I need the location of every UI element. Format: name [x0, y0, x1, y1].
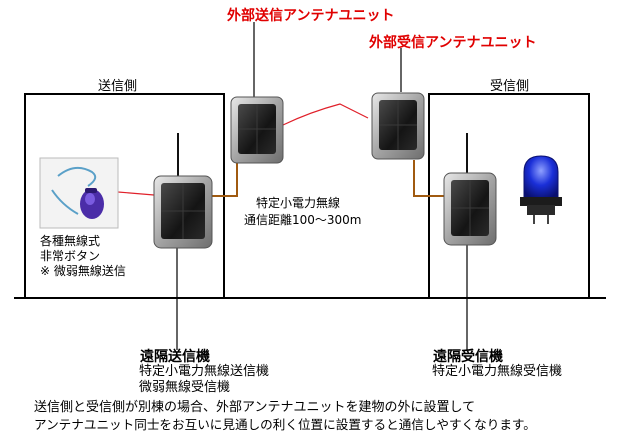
- rx-antenna-unit: [371, 92, 425, 160]
- tx-remote-device: [153, 133, 213, 249]
- wire-rx: [413, 160, 444, 197]
- button-desc-line2: 非常ボタン: [40, 249, 101, 263]
- emergency-button-image: [39, 157, 119, 229]
- rx-antenna-title: 外部受信アンテナユニット: [369, 35, 537, 51]
- tx-antenna-unit: [230, 96, 284, 164]
- wire-tx: [212, 160, 238, 197]
- footer-line1: 送信側と受信側が別棟の場合、外部アンテナユニットを建物の外に設置して: [34, 400, 476, 415]
- tx-device-line2: 微弱無線受信機: [139, 380, 231, 395]
- rx-device-title: 遠隔受信機: [433, 349, 503, 365]
- rotating-lamp-image: [513, 153, 571, 227]
- button-desc-line3: ※ 微弱無線送信: [40, 264, 126, 278]
- tx-building-label: 送信側: [98, 79, 138, 94]
- rx-building-label: 受信側: [490, 79, 530, 94]
- link-spec-line2: 通信距離100〜300m: [244, 213, 362, 227]
- footer-line2: アンテナユニット同士をお互いに見通しの利く位置に設置すると通信しやすくなります。: [34, 417, 536, 432]
- rx-device-line1: 特定小電力無線受信機: [432, 364, 563, 379]
- button-link: [117, 191, 155, 196]
- button-desc-line1: 各種無線式: [40, 234, 101, 248]
- link-spec-line1: 特定小電力無線: [256, 196, 341, 210]
- tx-antenna-title: 外部送信アンテナユニット: [227, 8, 395, 24]
- tx-device-title: 遠隔送信機: [140, 349, 210, 365]
- tx-device-line1: 特定小電力無線送信機: [139, 364, 270, 379]
- wireless-link: [282, 103, 369, 126]
- rx-remote-device: [443, 133, 497, 246]
